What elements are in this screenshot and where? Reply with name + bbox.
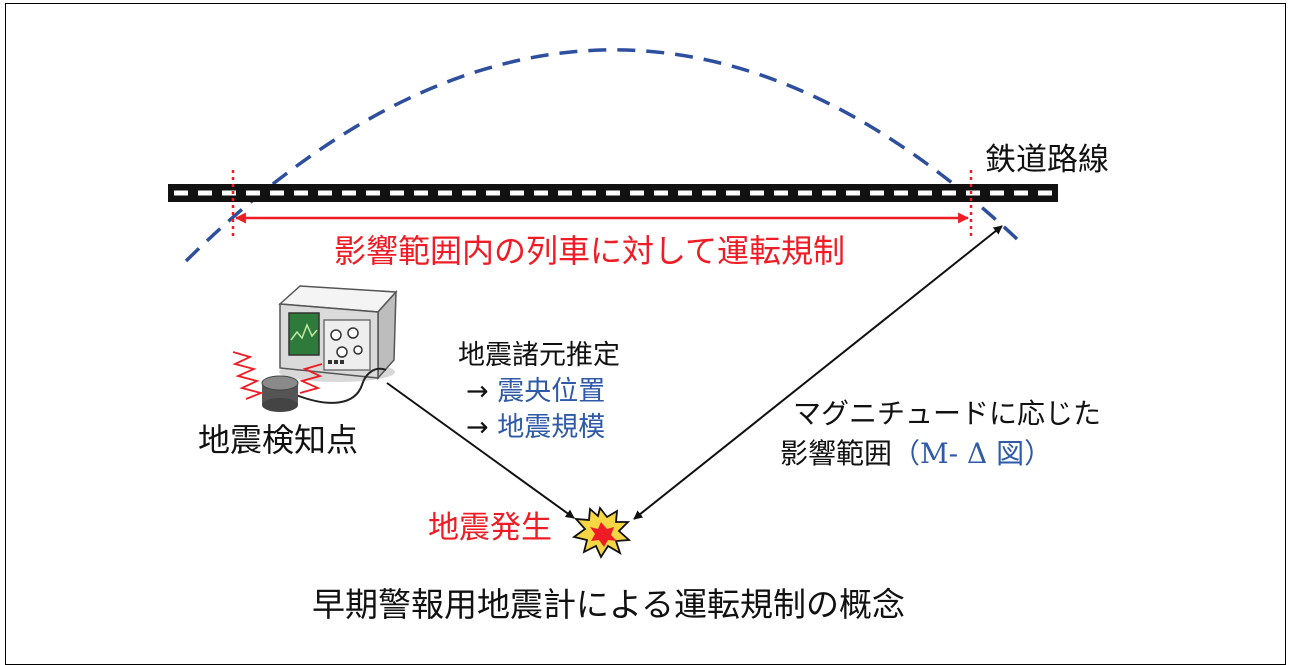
occurrence-label: 地震発生 — [428, 510, 552, 546]
railway-line-label: 鉄道路線 — [985, 142, 1109, 178]
magnitude-arrow: → — [466, 412, 489, 443]
epicenter-row: → 震央位置 — [466, 378, 605, 405]
m-delta-label: （M- Δ 図） — [892, 437, 1053, 470]
explosion-icon — [571, 505, 632, 559]
influence-line1: マグニチュードに応じた — [793, 397, 1102, 430]
sensor-icon — [261, 375, 299, 412]
detection-point-label: 地震検知点 — [198, 421, 359, 459]
caption: 早期警報用地震計による運転規制の概念 — [312, 585, 906, 624]
sensor-cable — [295, 367, 387, 404]
seismometer-icon — [278, 285, 398, 382]
magnitude-row: → 地震規模 — [466, 414, 605, 441]
magnitude-label: 地震規模 — [497, 412, 606, 443]
vibration-icon — [232, 351, 323, 400]
influence-arc — [184, 48, 1019, 263]
influence-line2: 影響範囲（M- Δ 図） — [780, 440, 1052, 468]
restriction-range-label: 影響範囲内の列車に対して運転規制 — [334, 232, 846, 270]
estimate-title: 地震諸元推定 — [458, 340, 620, 371]
epicenter-label: 震央位置 — [497, 376, 606, 407]
influence-range-label: 影響範囲 — [780, 437, 893, 470]
occurrence-to-range-arrow — [633, 225, 1003, 520]
railway-track — [168, 184, 1058, 202]
detection-to-occurrence-arrow — [386, 382, 575, 519]
epicenter-arrow: → — [466, 376, 489, 407]
